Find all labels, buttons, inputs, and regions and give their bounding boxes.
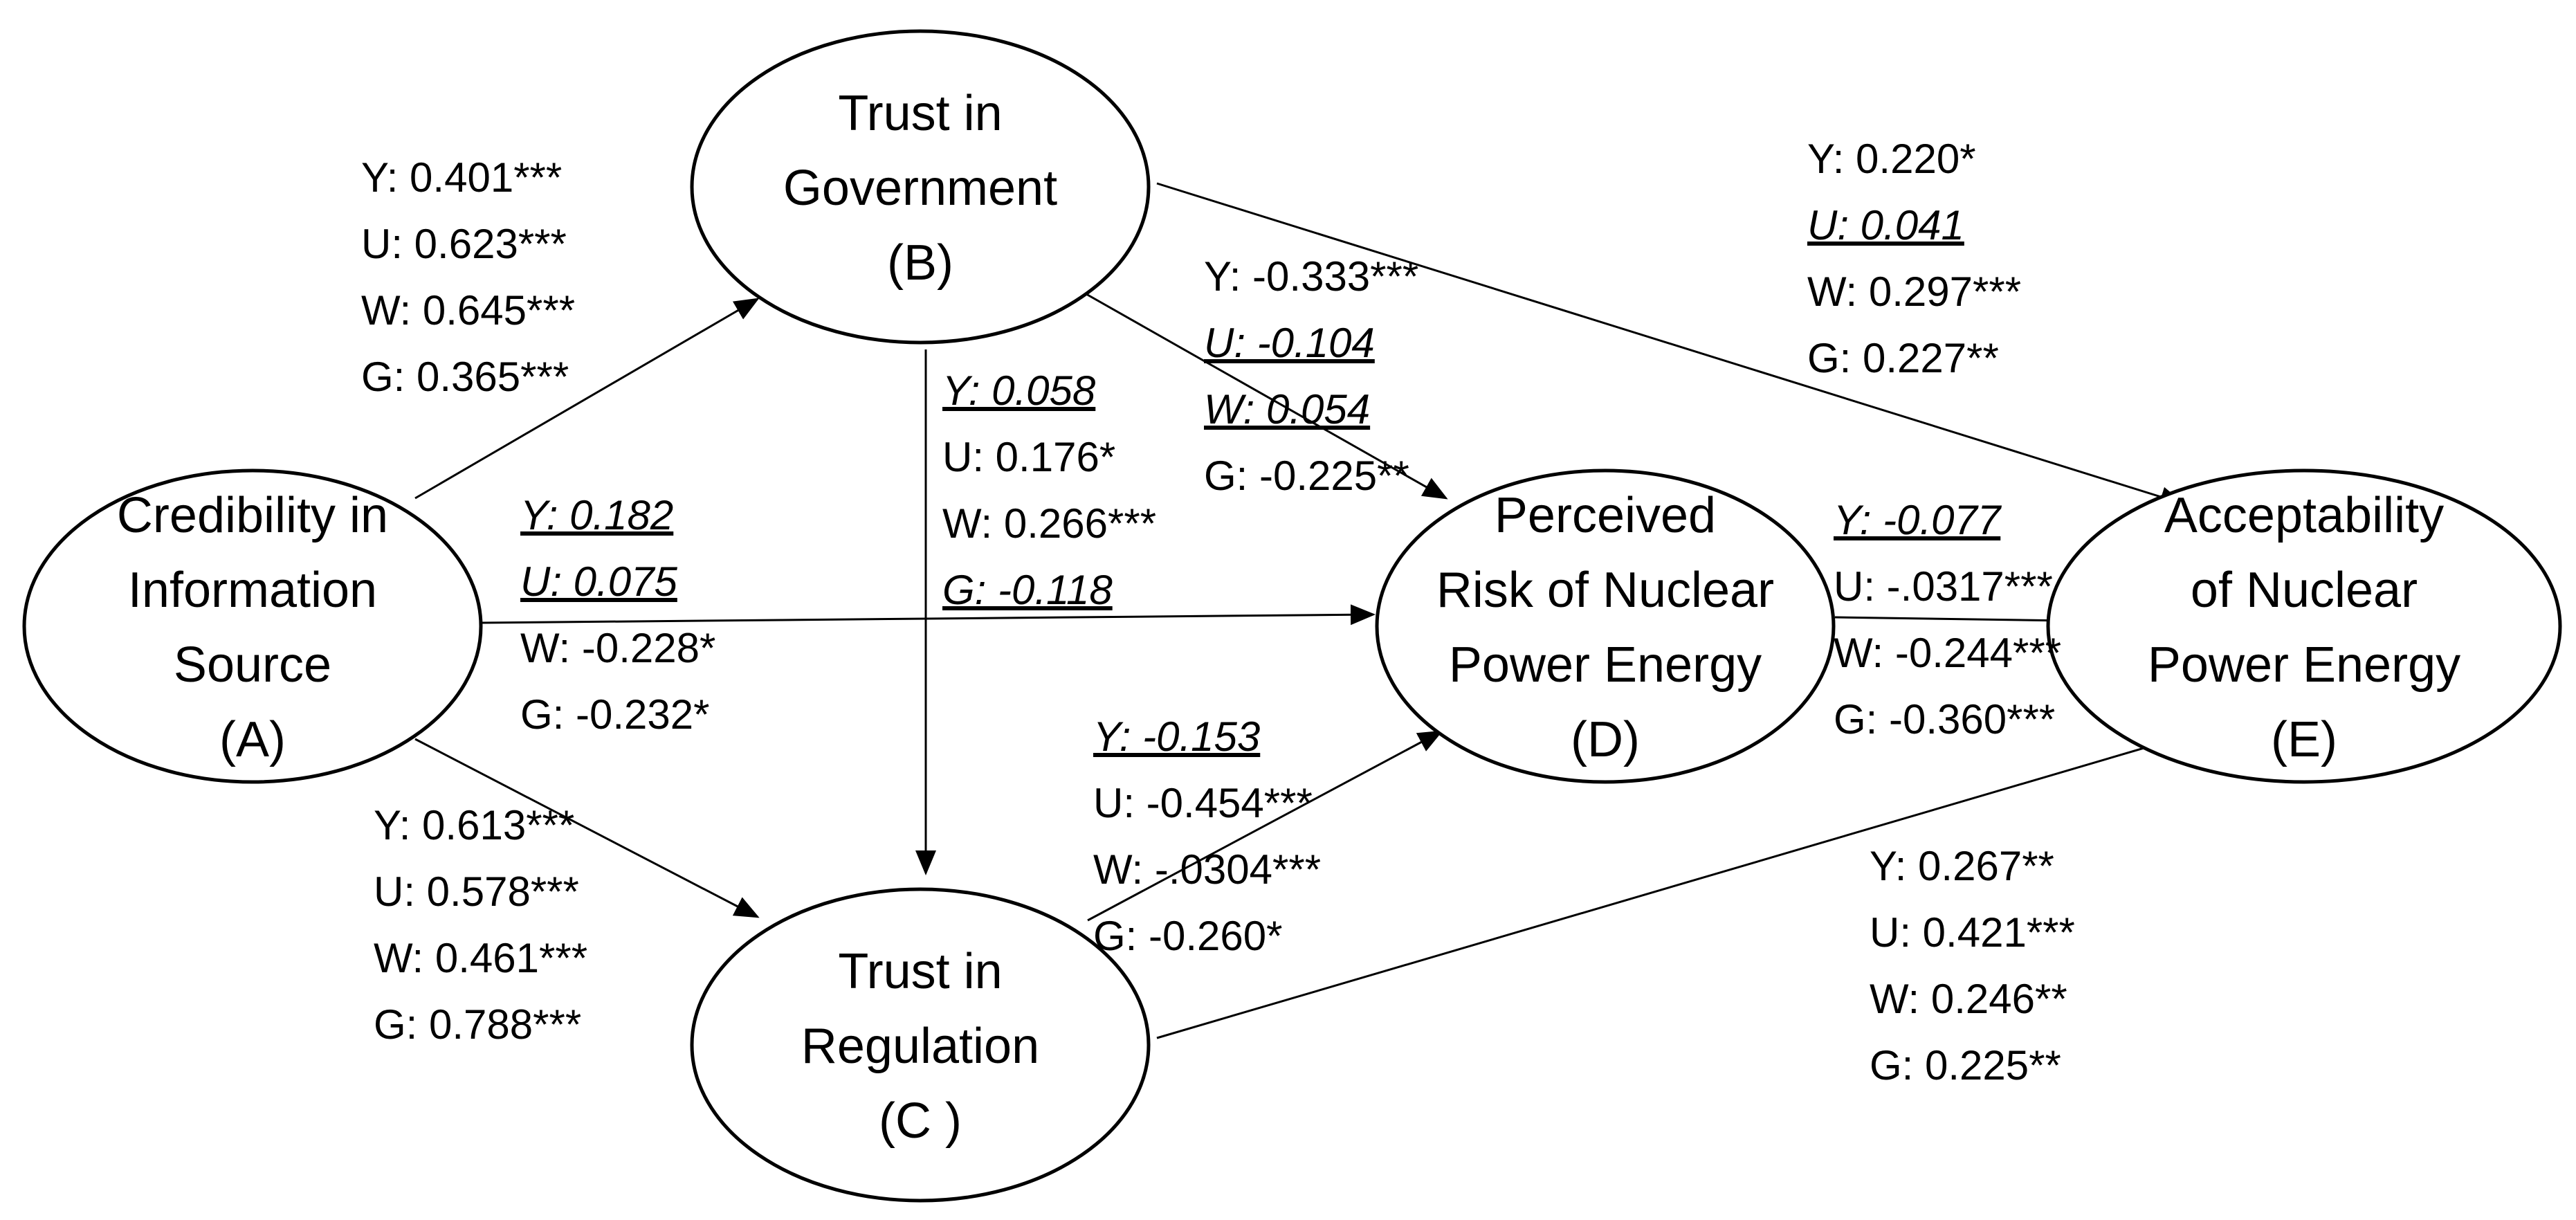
path-coefficient: W: 0.246** — [1870, 976, 2067, 1022]
path-coefficient: G: -0.260* — [1093, 913, 1283, 959]
coefficients-a-d: Y: 0.182 U: 0.075 W: -0.228* G: -0.232* — [520, 492, 715, 738]
node-label-line: Power Energy — [1449, 637, 1762, 693]
path-coefficient: Y: 0.182 — [520, 492, 673, 538]
path-coefficient: W: 0.645*** — [361, 287, 575, 334]
path-arrow-b-e — [1156, 182, 2185, 507]
path-coefficient: W: 0.266*** — [942, 500, 1156, 547]
path-coefficient: G: 0.788*** — [374, 1001, 581, 1048]
node-label-line: Information — [128, 563, 377, 618]
path-coefficient: G: 0.365*** — [361, 354, 569, 400]
path-arrow-a-d — [480, 604, 1376, 626]
path-coefficient: W: -.0304*** — [1093, 846, 1321, 893]
path-coefficient: G: -0.232* — [520, 691, 710, 738]
node-label-line: Risk of Nuclear — [1436, 563, 1774, 618]
path-coefficient: W: -0.244*** — [1834, 630, 2061, 676]
node-ellipse-a — [22, 468, 483, 784]
path-coefficient: G: -0.225** — [1204, 453, 1409, 499]
node-label-line: Power Energy — [2148, 637, 2460, 693]
path-coefficient: Y: -0.153 — [1093, 713, 1260, 760]
node-label-line: Perceived — [1495, 488, 1716, 543]
node-label-line: Trust in — [838, 86, 1002, 141]
labels-layer: Y: 0.401*** U: 0.623*** W: 0.645*** G: 0.36… — [361, 136, 2075, 1089]
node-label-line: Trust in — [838, 944, 1002, 999]
path-coefficient: G: 0.227** — [1807, 335, 1999, 381]
path-coefficient: W: 0.297*** — [1807, 268, 2021, 315]
path-coefficient: U: -.0317*** — [1834, 563, 2053, 610]
path-coefficient: U: 0.041 — [1807, 202, 1964, 248]
path-coefficient: Y: 0.613*** — [374, 802, 574, 848]
path-arrow-b-d — [1086, 293, 1448, 500]
coefficients-d-e: Y: -0.077 U: -.0317*** W: -0.244*** G: -0.3… — [1834, 497, 2061, 743]
path-arrow-a-b — [414, 298, 760, 500]
node-label-line: Credibility in — [117, 488, 388, 543]
coefficients-b-d: Y: -0.333*** U: -0.104 W: 0.054 G: -0.225** — [1204, 253, 1418, 499]
path-arrow-c-e — [1156, 733, 2184, 1039]
path-coefficient: W: 0.461*** — [374, 935, 587, 981]
node-label-line: Regulation — [801, 1019, 1039, 1074]
path-coefficient: U: 0.421*** — [1870, 909, 2075, 956]
coefficients-c-e: Y: 0.267** U: 0.421*** W: 0.246** G: 0.225*… — [1870, 843, 2075, 1089]
path-coefficient: Y: -0.077 — [1834, 497, 2002, 543]
node-ellipse-e — [2046, 468, 2562, 784]
path-coefficient: W: 0.054 — [1204, 386, 1370, 433]
path-coefficient: U: -0.454*** — [1093, 780, 1313, 826]
path-coefficient: Y: 0.220* — [1807, 136, 1976, 182]
path-coefficient: Y: 0.267** — [1870, 843, 2054, 889]
coefficients-a-b: Y: 0.401*** U: 0.623*** W: 0.645*** G: 0.36… — [361, 154, 575, 400]
path-coefficient: U: -0.104 — [1204, 320, 1375, 366]
coefficients-b-e: Y: 0.220* U: 0.041 W: 0.297*** G: 0.227** — [1807, 136, 2021, 381]
path-arrow-c-d — [1087, 730, 1443, 922]
path-coefficient: U: 0.075 — [520, 558, 677, 605]
path-coefficient: U: 0.623*** — [361, 221, 567, 267]
coefficients-c-d: Y: -0.153 U: -0.454*** W: -.0304*** G: -0.2… — [1093, 713, 1321, 959]
path-coefficient: U: 0.578*** — [374, 868, 579, 915]
node-label-line: Acceptability — [2164, 488, 2444, 543]
node-label-line: (B) — [887, 235, 953, 291]
node-label-line: (E) — [2271, 712, 2337, 767]
node-ellipse-d — [1375, 468, 1836, 784]
node-label-line: (D) — [1571, 712, 1640, 767]
node-c: Trust in Regulation (C ) — [690, 887, 1151, 1203]
node-label-line: Source — [174, 637, 331, 693]
path-coefficient: G: 0.225** — [1870, 1042, 2061, 1089]
node-label-line: Government — [783, 161, 1057, 216]
node-label-line: (C ) — [879, 1093, 962, 1149]
path-coefficient: Y: 0.058 — [942, 367, 1096, 414]
path-coefficient: Y: -0.333*** — [1204, 253, 1418, 300]
path-coefficient: W: -0.228* — [520, 625, 715, 671]
path-coefficient: G: -0.360*** — [1834, 696, 2055, 743]
path-coefficient: U: 0.176* — [942, 434, 1115, 480]
node-b: Trust in Government (B) — [690, 29, 1151, 345]
coefficients-b-c: Y: 0.058 U: 0.176* W: 0.266*** G: -0.118 — [942, 367, 1156, 613]
path-coefficient: Y: 0.401*** — [361, 154, 562, 201]
coefficients-a-c: Y: 0.613*** U: 0.578*** W: 0.461*** G: 0.78… — [374, 802, 587, 1048]
node-label-line: (A) — [219, 712, 286, 767]
edges-layer — [414, 182, 2185, 1039]
path-arrow-a-c — [414, 738, 760, 918]
node-label-line: of Nuclear — [2191, 563, 2418, 618]
node-ellipse-b — [690, 29, 1151, 345]
node-ellipse-c — [690, 887, 1151, 1203]
path-coefficient: G: -0.118 — [942, 567, 1113, 613]
